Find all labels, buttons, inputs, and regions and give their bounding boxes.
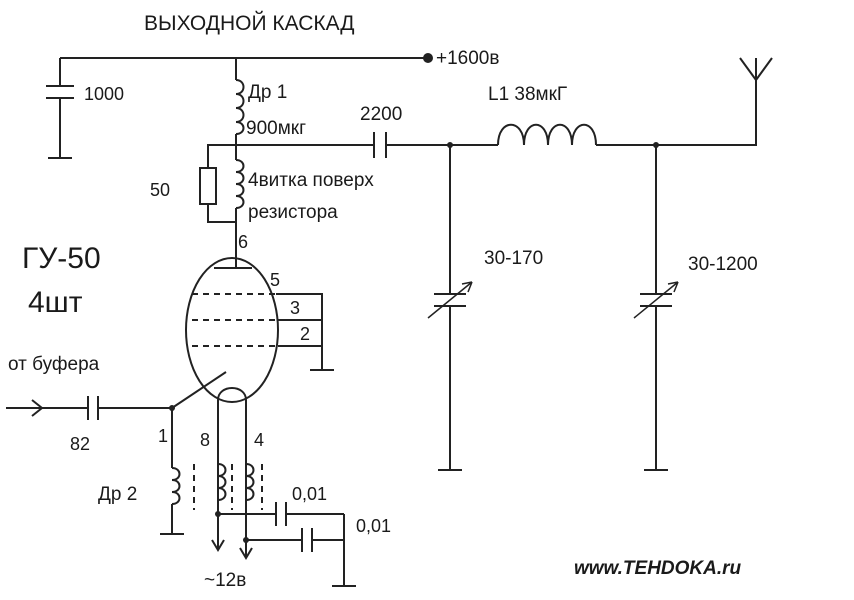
pin-g3-label: 5 <box>270 270 280 290</box>
pin-g2-label: 3 <box>290 298 300 318</box>
tube-count-label: 4шт <box>28 286 83 319</box>
choke2-label: Др 2 <box>98 484 137 505</box>
choke1-name-label: Др 1 <box>248 82 287 103</box>
var-cap2-label: 30-1200 <box>688 254 758 275</box>
tube-type-label: ГУ-50 <box>22 242 101 275</box>
choke2-ground <box>160 504 184 535</box>
choke1-coil <box>235 79 245 135</box>
supply-cap-label: 1000 <box>84 84 124 104</box>
resistor-label: 50 <box>150 180 170 200</box>
heater-feed-b <box>239 540 253 560</box>
inductor-l1 <box>497 124 597 146</box>
grid3-lead <box>276 293 323 370</box>
input-cap <box>87 396 99 420</box>
pin-anode-label: 6 <box>238 232 248 252</box>
bypass1-cap <box>275 502 287 526</box>
heater-choke-b <box>245 463 255 501</box>
bypass2-label: 0,01 <box>356 516 391 536</box>
parasitic-note-line1: 4витка поверх <box>248 170 374 191</box>
choke2-coil <box>171 467 181 505</box>
var-cap1-plates <box>434 293 466 307</box>
coupling-cap-label: 2200 <box>360 104 402 125</box>
bypass-ground <box>332 514 356 587</box>
choke1-value-label: 900мкг <box>246 118 306 139</box>
pin-heater-a-label: 8 <box>200 430 210 450</box>
bypass2-cap <box>301 528 313 552</box>
suppressor-coil <box>235 159 245 209</box>
supply-bypass-wire <box>48 58 72 159</box>
heater-feed-a <box>211 514 225 552</box>
input-cap-label: 82 <box>70 434 90 454</box>
inductor-label: L1 38мкГ <box>488 84 567 105</box>
output-wire <box>596 80 757 146</box>
heater-choke-core <box>231 464 263 510</box>
var-cap1-wire <box>438 145 462 471</box>
tube-envelope <box>185 257 279 403</box>
tube-heater <box>217 387 247 401</box>
supply-voltage-label: +1600в <box>436 48 499 69</box>
resistor-50 <box>199 167 217 205</box>
grid1-lead-left <box>171 371 227 409</box>
supply-terminal <box>423 53 433 63</box>
parasitic-note-line2: резистора <box>248 202 338 223</box>
bypass2-wire <box>245 514 344 541</box>
website-label: www.TEHDOKA.ru <box>574 558 742 579</box>
input-arrow <box>31 399 44 417</box>
var-cap1-label: 30-170 <box>484 248 543 269</box>
pin-grid-label: 1 <box>158 426 168 446</box>
bypass1-label: 0,01 <box>292 484 327 504</box>
heater-choke-a <box>217 463 227 501</box>
var-cap2-arrow <box>633 281 679 319</box>
var-cap2-plates <box>640 293 672 307</box>
var-cap2-wire <box>644 145 668 471</box>
coupling-cap <box>373 132 387 158</box>
schematic-title: ВЫХОДНОЙ КАСКАД <box>144 11 355 35</box>
input-source-label: от буфера <box>8 354 100 375</box>
var-cap1-arrow <box>427 281 473 319</box>
suppressor-frame <box>207 144 236 223</box>
pin-heater-b-label: 4 <box>254 430 264 450</box>
antenna-icon <box>739 57 773 81</box>
heater-voltage-label: ~12в <box>204 570 246 591</box>
supply-bypass-cap <box>46 85 74 99</box>
pin-g1b-label: 2 <box>300 324 310 344</box>
